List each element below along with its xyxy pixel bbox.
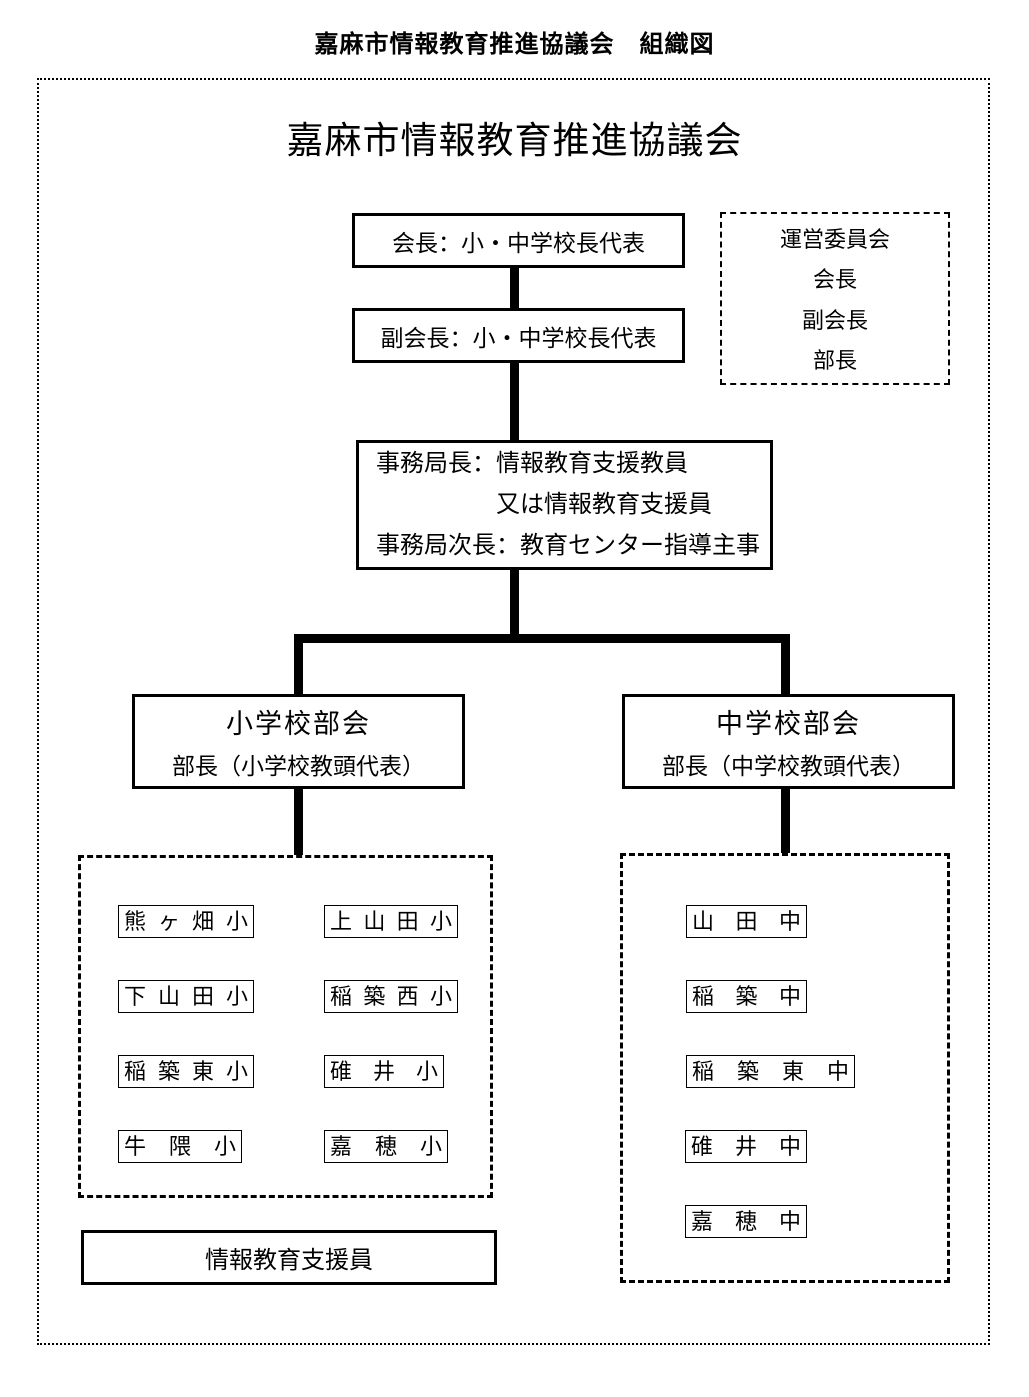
school-name-char: 築 (157, 1058, 180, 1084)
school-name-char: 稲 (692, 1058, 715, 1084)
school-name-char: 小 (429, 908, 452, 934)
school-name-char: 稲 (692, 983, 715, 1009)
steering-committee-member: 部長 (812, 347, 857, 373)
secretariat-line: 事務局長：情報教育支援教員 (376, 450, 688, 477)
school-name-char: 嘉 (330, 1133, 353, 1159)
chart-main-title: 嘉麻市情報教育推進協議会 (286, 121, 743, 162)
school-name-char: 小 (225, 983, 248, 1009)
school-name-char: 築 (735, 983, 758, 1009)
juniorhigh-division-box: 中学校部会 部長（中学校教頭代表） (622, 694, 955, 789)
connector-juniorhigh-group (781, 786, 790, 854)
school-name-char: 小 (213, 1133, 236, 1159)
school-name-char: 中 (778, 983, 801, 1009)
elementary-school-box: 稲築西小 (324, 980, 458, 1013)
school-name-char: 築 (363, 983, 386, 1009)
school-name-char: 中 (778, 1208, 801, 1234)
school-name-char: 東 (781, 1058, 804, 1084)
secretariat-box: 事務局長：情報教育支援教員 又は情報教育支援員 事務局次長：教育センター指導主事 (356, 440, 773, 570)
school-name-char: 井 (734, 1133, 757, 1159)
school-name-char: 東 (191, 1058, 214, 1084)
school-name-char: 山 (363, 908, 386, 934)
school-name-char: 中 (778, 908, 801, 934)
elementary-school-box: 上山田小 (324, 905, 458, 938)
school-name-char: 隈 (168, 1133, 191, 1159)
school-name-char: 小 (225, 1058, 248, 1084)
school-name-char: 下 (124, 983, 147, 1009)
school-name-char: 山 (692, 908, 715, 934)
school-name-char: 小 (429, 983, 452, 1009)
juniorhigh-division-title: 中学校部会 (716, 709, 861, 739)
school-name-char: 中 (778, 1133, 801, 1159)
chairman-box: 会長：小・中学校長代表 (352, 213, 685, 268)
elementary-division-title: 小学校部会 (226, 709, 371, 739)
school-name-char: 稲 (330, 983, 353, 1009)
elementary-school-box: 牛隈小 (118, 1130, 242, 1163)
school-name-char: 西 (396, 983, 419, 1009)
page-title: 嘉麻市情報教育推進協議会 組織図 (314, 31, 715, 58)
steering-committee-box: 運営委員会 会長 副会長 部長 (720, 212, 950, 385)
juniorhigh-school-box: 山田中 (686, 905, 807, 938)
school-name-char: 山 (157, 983, 180, 1009)
support-staff-box: 情報教育支援員 (81, 1230, 497, 1285)
connector-secretariat-branch (510, 568, 519, 638)
steering-committee-member: 会長 (812, 267, 857, 293)
school-name-char: 熊 (124, 908, 147, 934)
school-name-char: 築 (736, 1058, 759, 1084)
school-name-char: 嘉 (691, 1208, 714, 1234)
school-name-char: 稲 (124, 1058, 147, 1084)
school-name-char: 中 (826, 1058, 849, 1084)
school-name-char: 小 (415, 1058, 438, 1084)
juniorhigh-school-box: 嘉穂中 (685, 1205, 807, 1238)
connector-branch-horizontal (294, 634, 790, 643)
school-name-char: 穂 (374, 1133, 397, 1159)
elementary-division-subtitle: 部長（小学校教頭代表） (172, 754, 425, 779)
connector-branch-left (294, 634, 303, 697)
school-name-char: 畑 (191, 908, 214, 934)
connector-vicechairman-secretariat (510, 360, 519, 442)
connector-chairman-vicechairman (510, 265, 519, 310)
elementary-division-box: 小学校部会 部長（小学校教頭代表） (132, 694, 465, 789)
elementary-school-box: 稲築東小 (118, 1055, 254, 1088)
school-name-char: 穂 (734, 1208, 757, 1234)
secretariat-line: 事務局次長：教育センター指導主事 (376, 532, 760, 559)
school-name-char: 田 (735, 908, 758, 934)
school-name-char: 上 (330, 908, 353, 934)
school-name-char: 小 (225, 908, 248, 934)
juniorhigh-school-box: 稲築中 (686, 980, 807, 1013)
connector-branch-right (781, 634, 790, 697)
elementary-school-box: 熊ヶ畑小 (118, 905, 254, 938)
steering-committee-member: 副会長 (801, 307, 868, 333)
juniorhigh-school-box: 稲築東中 (686, 1055, 855, 1088)
chart-outer-frame (37, 78, 990, 1345)
elementary-school-box: 嘉穂小 (324, 1130, 448, 1163)
elementary-school-box: 下山田小 (118, 980, 254, 1013)
school-name-char: 碓 (691, 1133, 714, 1159)
school-name-char: 井 (372, 1058, 395, 1084)
connector-elementary-group (294, 786, 303, 856)
steering-committee-title: 運営委員会 (779, 227, 890, 253)
juniorhigh-school-box: 碓井中 (685, 1130, 807, 1163)
elementary-school-box: 碓井小 (324, 1055, 444, 1088)
secretariat-line: 又は情報教育支援員 (376, 491, 712, 518)
vice-chairman-box: 副会長：小・中学校長代表 (352, 308, 685, 363)
school-name-char: 碓 (330, 1058, 353, 1084)
school-name-char: 小 (419, 1133, 442, 1159)
school-name-char: 田 (396, 908, 419, 934)
school-name-char: 牛 (124, 1133, 147, 1159)
school-name-char: ヶ (157, 908, 180, 934)
school-name-char: 田 (191, 983, 214, 1009)
juniorhigh-division-subtitle: 部長（中学校教頭代表） (662, 754, 915, 779)
